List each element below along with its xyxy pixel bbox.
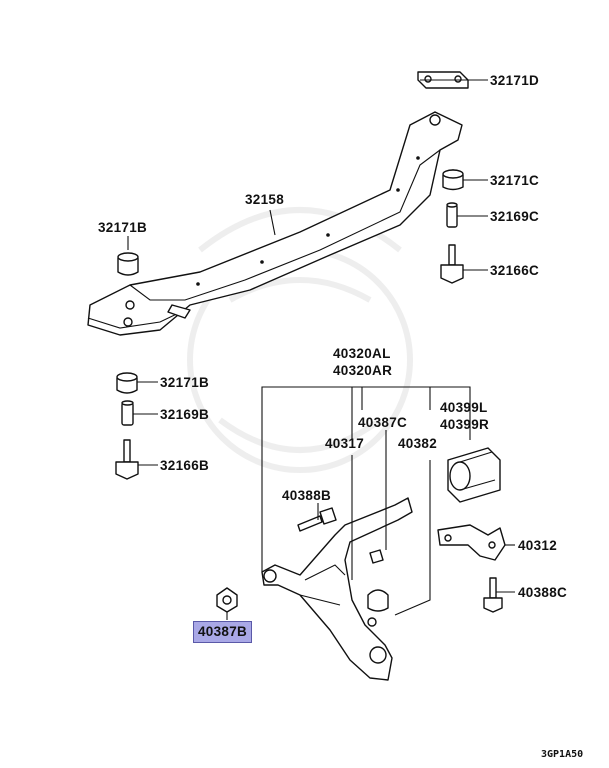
label-40388C: 40388C (518, 585, 568, 600)
bushing-40399 (447, 447, 501, 503)
diagram-code: 3GP1A50 (541, 749, 584, 760)
lower-arm-40320 (261, 497, 413, 681)
label-40399L: 40399L (440, 400, 488, 415)
collar-32169C (446, 202, 458, 228)
nut-40387B (216, 587, 238, 613)
label-32171B: 32171B (160, 375, 210, 390)
bolt-40388C (483, 577, 503, 613)
label-32166C: 32166C (490, 263, 540, 278)
label-32169B: 32169B (160, 407, 210, 422)
label-32171C: 32171C (490, 173, 540, 188)
label-40388B: 40388B (282, 488, 332, 503)
bolt-32166B (115, 439, 139, 480)
bolt-40388B (297, 507, 337, 532)
crossmember-32158 (87, 111, 463, 336)
label-40382: 40382 (398, 436, 438, 451)
label-32169C: 32169C (490, 209, 540, 224)
bolt-32166C (440, 244, 464, 284)
leader-lines (127, 79, 515, 620)
label-32166B: 32166B (160, 458, 210, 473)
bushing-32171C (442, 169, 464, 191)
label-40399R: 40399R (440, 417, 490, 432)
label-32158: 32158 (245, 192, 285, 207)
label-40320AR: 40320AR (333, 363, 393, 378)
bushing-32171B-top (117, 252, 139, 276)
label-40387B-highlighted[interactable]: 40387B (193, 621, 253, 643)
label-32171D: 32171D (490, 73, 540, 88)
label-32171B-top: 32171B (98, 220, 148, 235)
label-40317: 40317 (325, 436, 365, 451)
label-40320AL: 40320AL (333, 346, 391, 361)
label-40387C: 40387C (358, 415, 408, 430)
bracket-40312 (437, 524, 506, 561)
label-40312: 40312 (518, 538, 558, 553)
bushing-32171B (116, 372, 138, 394)
collar-32169B (121, 400, 134, 426)
